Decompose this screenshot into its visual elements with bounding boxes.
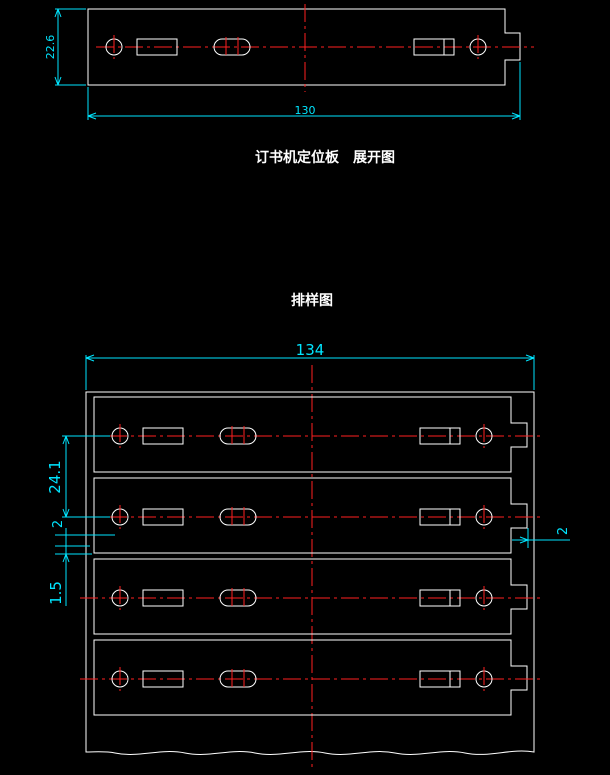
dim-gap-left: 2 <box>51 520 115 552</box>
dim-gap-left-text: 2 <box>51 520 66 528</box>
dim-part-height-text: 22.6 <box>44 35 57 60</box>
layout-title: 排样图 <box>291 292 333 309</box>
unfold-view: 22.6 130 <box>44 4 534 120</box>
dim-edge-margin-text: 1.5 <box>47 581 65 605</box>
sheet-outline <box>85 391 535 755</box>
dim-part-length: 130 <box>87 62 521 120</box>
nested-part-outline <box>93 396 528 473</box>
dim-part-height: 22.6 <box>44 8 86 86</box>
unfold-title: 订书机定位板 展开图 <box>255 149 395 166</box>
dim-part-length-text: 130 <box>295 104 316 117</box>
dim-gap-right: 2 <box>512 527 571 548</box>
dim-edge-margin: 1.5 <box>47 546 92 606</box>
nested-part-outline <box>93 558 528 635</box>
layout-view: 134 24.1 2 1.5 2 <box>46 341 571 770</box>
nested-part-outline <box>93 477 528 554</box>
dim-sheet-width: 134 <box>85 341 535 390</box>
dim-pitch: 24.1 <box>46 435 110 518</box>
dim-gap-right-text: 2 <box>556 527 571 535</box>
nested-part <box>80 396 540 473</box>
nested-part-outline <box>93 639 528 716</box>
nested-part <box>80 558 540 635</box>
dim-pitch-text: 24.1 <box>46 460 64 493</box>
part-outline-top <box>87 8 521 86</box>
dim-sheet-width-text: 134 <box>296 341 325 359</box>
nested-part <box>80 639 540 716</box>
nested-part <box>80 477 540 554</box>
parts-container <box>80 396 540 716</box>
